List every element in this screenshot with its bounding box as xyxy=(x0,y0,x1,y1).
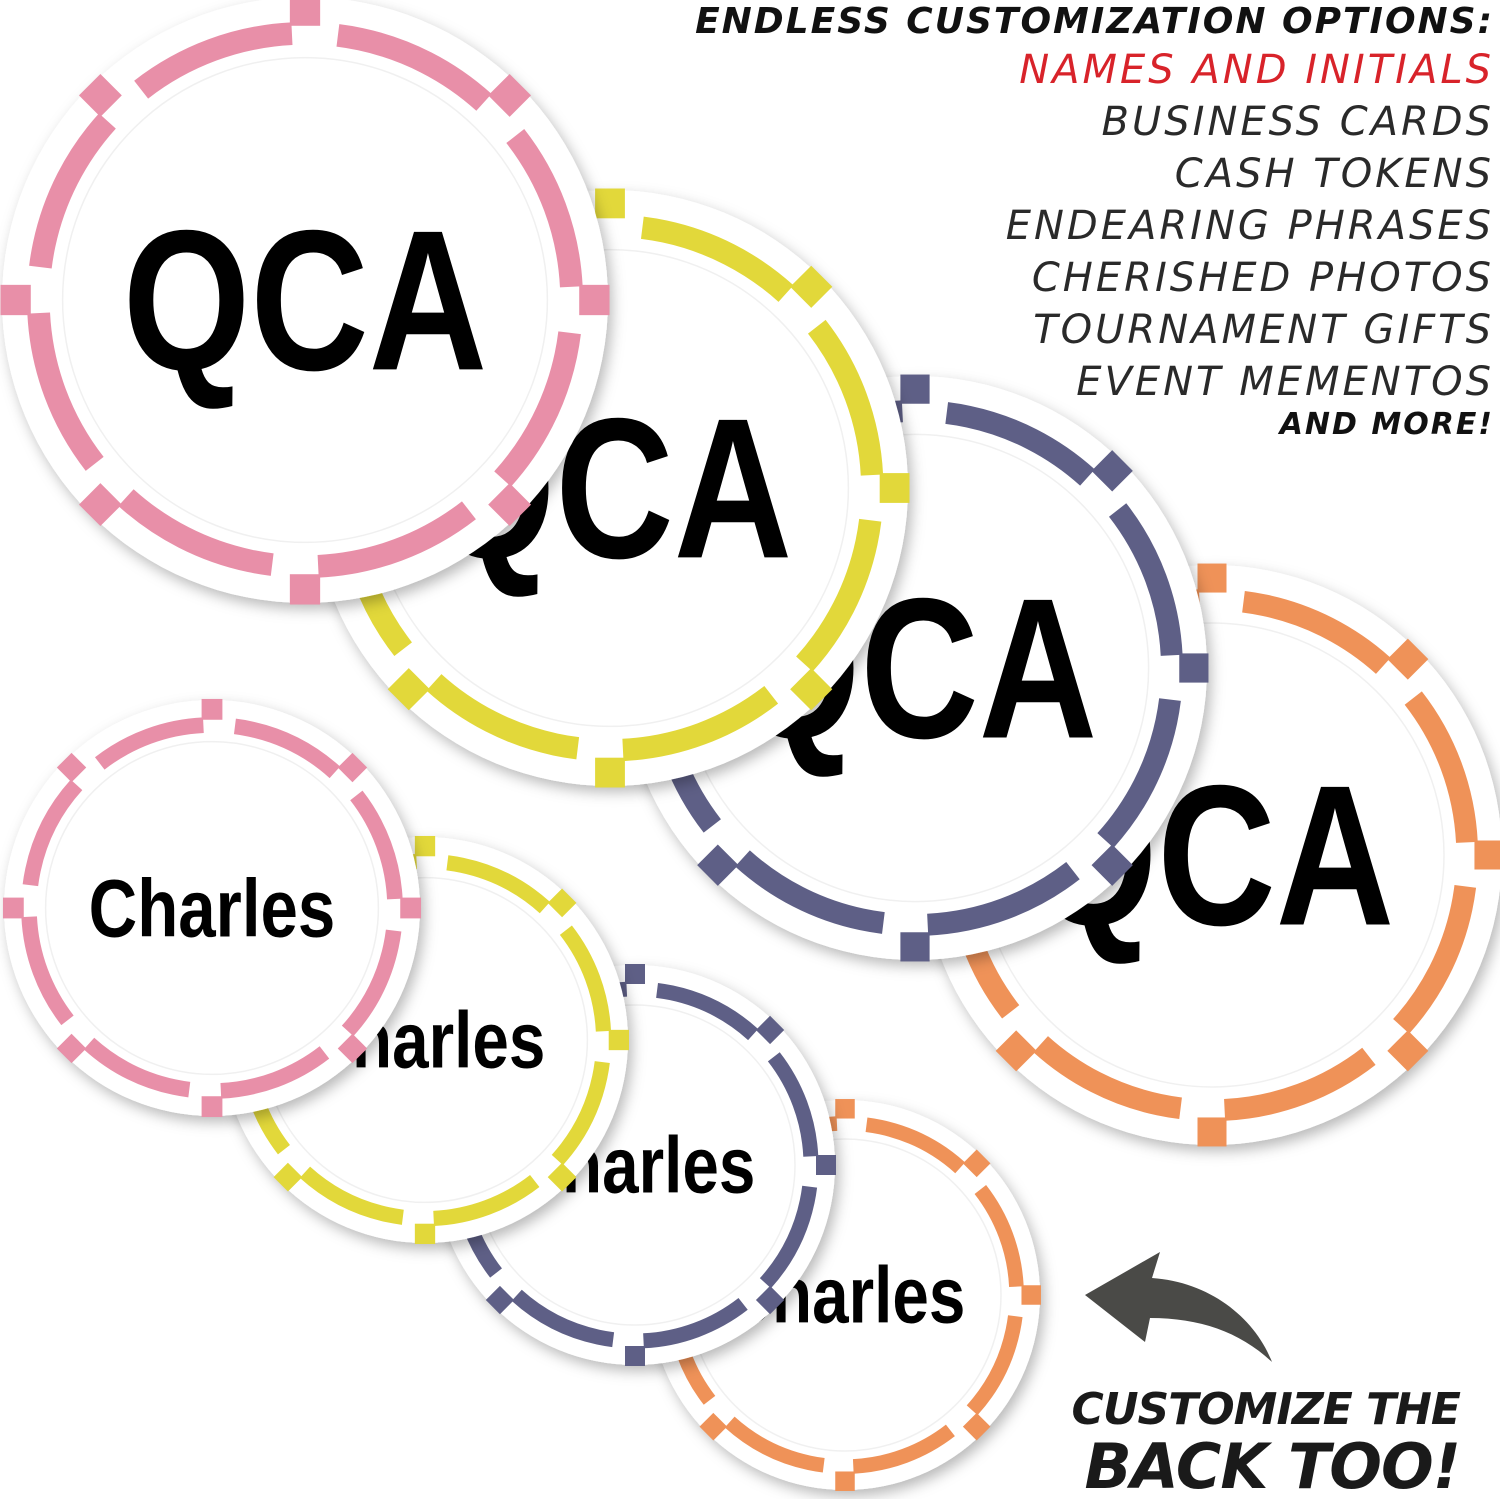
option-cash-tokens: CASH TOKENS xyxy=(1174,151,1494,197)
chip-edge-spot xyxy=(273,1162,303,1192)
chip-edge-spot xyxy=(1387,1030,1429,1072)
chip-label: Charles xyxy=(89,862,336,954)
chip-edge-spot xyxy=(400,897,422,919)
chip-edge-spot xyxy=(414,1223,436,1245)
chip-edge-spot xyxy=(78,73,122,117)
chip-edge-spot xyxy=(595,188,625,219)
chip-edge-spot xyxy=(488,483,532,527)
chip-edge-spot xyxy=(995,1030,1037,1072)
chip-edge-spot xyxy=(2,897,24,919)
chip-edge-spot xyxy=(755,1015,785,1045)
chip-edge-spot xyxy=(879,473,910,503)
chip-edge-spot xyxy=(579,284,610,316)
chip-edge-spot xyxy=(900,374,930,404)
chip-edge-spot xyxy=(699,1412,728,1441)
chip-label: QCA xyxy=(123,188,487,412)
options-and-more: AND MORE! xyxy=(1279,407,1494,442)
chip-edge-spot xyxy=(289,0,321,26)
chip-edge-spot xyxy=(816,1155,836,1175)
customization-options-list: ENDLESS CUSTOMIZATION OPTIONS: NAMES AND… xyxy=(695,0,1494,442)
chip-edge-spot xyxy=(56,1033,87,1064)
chip-edge-spot xyxy=(1474,840,1500,870)
chip-edge-spot xyxy=(1197,563,1227,593)
chip-edge-spot xyxy=(1197,1117,1227,1147)
chip-edge-spot xyxy=(790,265,833,308)
chip-edge-spot xyxy=(289,574,321,605)
chip-edge-spot xyxy=(547,888,577,918)
back-note-line1: CUSTOMIZE THE xyxy=(1071,1384,1461,1435)
chip-edge-spot xyxy=(1179,653,1209,683)
chip-edge-spot xyxy=(1021,1285,1041,1305)
chip-edge-spot xyxy=(1387,638,1429,680)
back-note-line2: BACK TOO! xyxy=(1084,1430,1461,1503)
chip-edge-spot xyxy=(337,752,368,783)
poker-chip-qca-pink: QCA xyxy=(0,0,610,605)
chip-edge-spot xyxy=(835,1099,855,1119)
chip-face xyxy=(61,56,549,544)
chip-edge-spot xyxy=(755,1285,785,1315)
curved-arrow-icon xyxy=(1085,1252,1272,1362)
options-heading: ENDLESS CUSTOMIZATION OPTIONS: xyxy=(695,1,1494,42)
chip-edge-spot xyxy=(547,1162,577,1192)
chip-edge-spot xyxy=(625,964,645,984)
chip-edge-spot xyxy=(0,284,31,316)
option-names-initials: NAMES AND INITIALS xyxy=(1019,47,1494,93)
chip-edge-spot xyxy=(414,835,436,857)
chip-edge-spot xyxy=(201,698,223,720)
option-cherished-photos: CHERISHED PHOTOS xyxy=(1031,255,1494,301)
option-tournament-gifts: TOURNAMENT GIFTS xyxy=(1033,307,1494,353)
chip-edge-spot xyxy=(962,1412,991,1441)
chip-edge-spot xyxy=(201,1096,223,1118)
chip-edge-spot xyxy=(900,932,930,962)
chip-edge-spot xyxy=(337,1033,368,1064)
chip-edge-spot xyxy=(595,757,625,788)
customize-back-note: CUSTOMIZE THE BACK TOO! xyxy=(1040,1384,1461,1503)
option-event-mementos: EVENT MEMENTOS xyxy=(1076,359,1494,405)
option-endearing-phrases: ENDEARING PHRASES xyxy=(1005,203,1494,249)
chip-edge-spot xyxy=(790,668,833,711)
option-business-cards: BUSINESS CARDS xyxy=(1101,99,1494,145)
chip-edge-spot xyxy=(625,1346,645,1366)
chip-edge-spot xyxy=(485,1285,515,1315)
chip-edge-spot xyxy=(835,1471,855,1491)
poker-chip-charles-pink: Charles xyxy=(2,698,422,1118)
chip-ring xyxy=(21,717,403,1099)
chip-edge-spot xyxy=(697,844,739,886)
chip-edge-spot xyxy=(608,1029,630,1051)
chip-ring xyxy=(26,21,584,579)
chip-face xyxy=(44,740,380,1076)
chip-edge-spot xyxy=(962,1149,991,1178)
